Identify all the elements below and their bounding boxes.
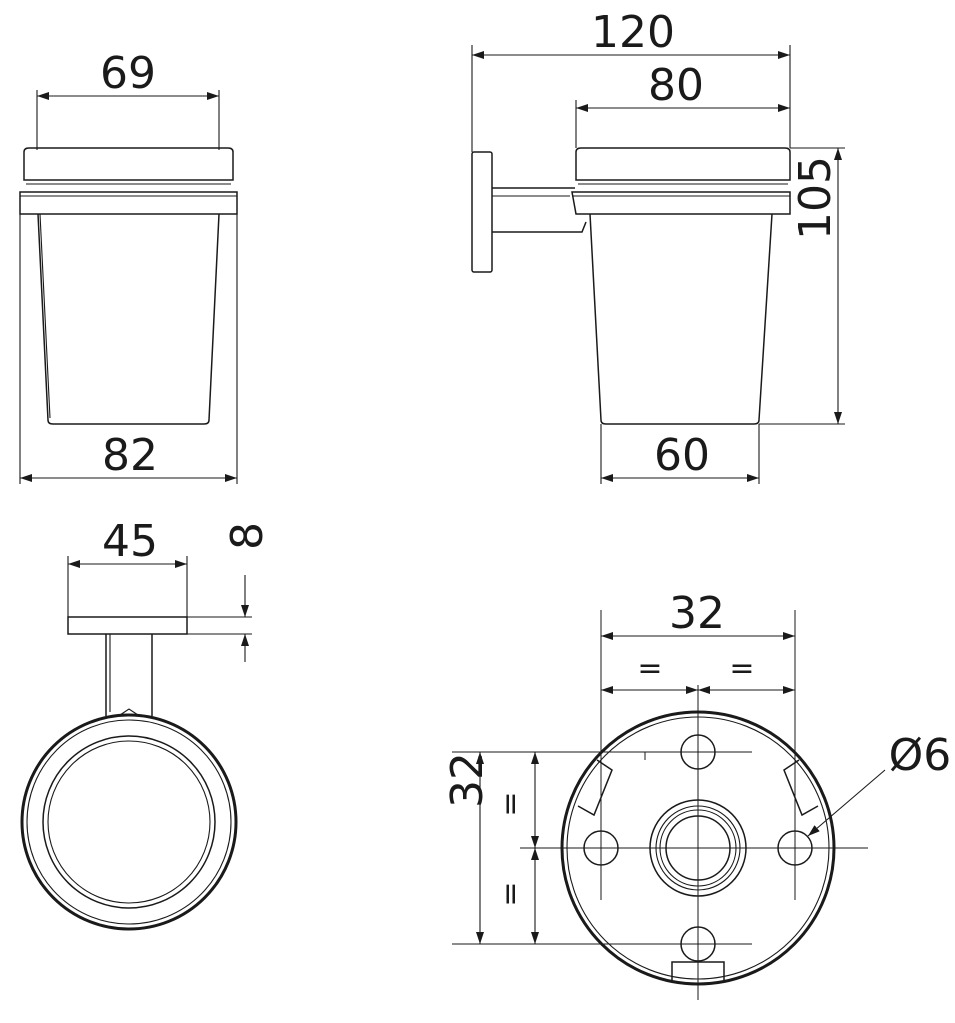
dim-label-69: 69 xyxy=(100,48,156,99)
dim-label-82: 82 xyxy=(102,430,158,481)
mount-notch-left xyxy=(577,759,613,817)
dim-label-105: 105 xyxy=(790,156,841,240)
side-cup-rim xyxy=(575,147,791,181)
front-view: 69 82 xyxy=(19,48,238,484)
top-ring-inner xyxy=(42,735,216,909)
front-cup-rim xyxy=(23,147,234,181)
front-holder-band xyxy=(19,191,238,215)
side-arm xyxy=(492,187,587,233)
mount-view: 32 = = 32 = = Ø6 xyxy=(442,588,951,1000)
eq-mark-h-left: = xyxy=(637,651,662,686)
side-view: 120 80 105 60 xyxy=(471,7,845,484)
dim-label-45: 45 xyxy=(102,516,158,567)
dim-label-32-h: 32 xyxy=(669,588,725,639)
dim-label-80: 80 xyxy=(648,60,704,111)
dim-label-120: 120 xyxy=(591,7,675,58)
dim-label-60: 60 xyxy=(654,430,710,481)
top-ring-outer xyxy=(20,713,238,931)
dim-label-8: 8 xyxy=(222,522,273,550)
eq-mark-v-bottom: = xyxy=(493,881,528,906)
eq-mark-v-top: = xyxy=(493,791,528,816)
side-holder-band xyxy=(571,191,791,215)
front-cup-body xyxy=(37,213,220,425)
dim-label-32-v: 32 xyxy=(442,752,493,808)
top-view: 45 8 xyxy=(20,516,273,931)
mount-notch-right xyxy=(783,759,819,817)
top-arm xyxy=(105,634,153,716)
side-cup-body xyxy=(589,213,773,425)
eq-mark-h-right: = xyxy=(729,651,754,686)
hole-diameter-label: Ø6 xyxy=(889,730,952,781)
side-wall-flange xyxy=(471,151,493,273)
hole-diameter-leader xyxy=(807,769,886,837)
top-flange xyxy=(67,616,188,635)
